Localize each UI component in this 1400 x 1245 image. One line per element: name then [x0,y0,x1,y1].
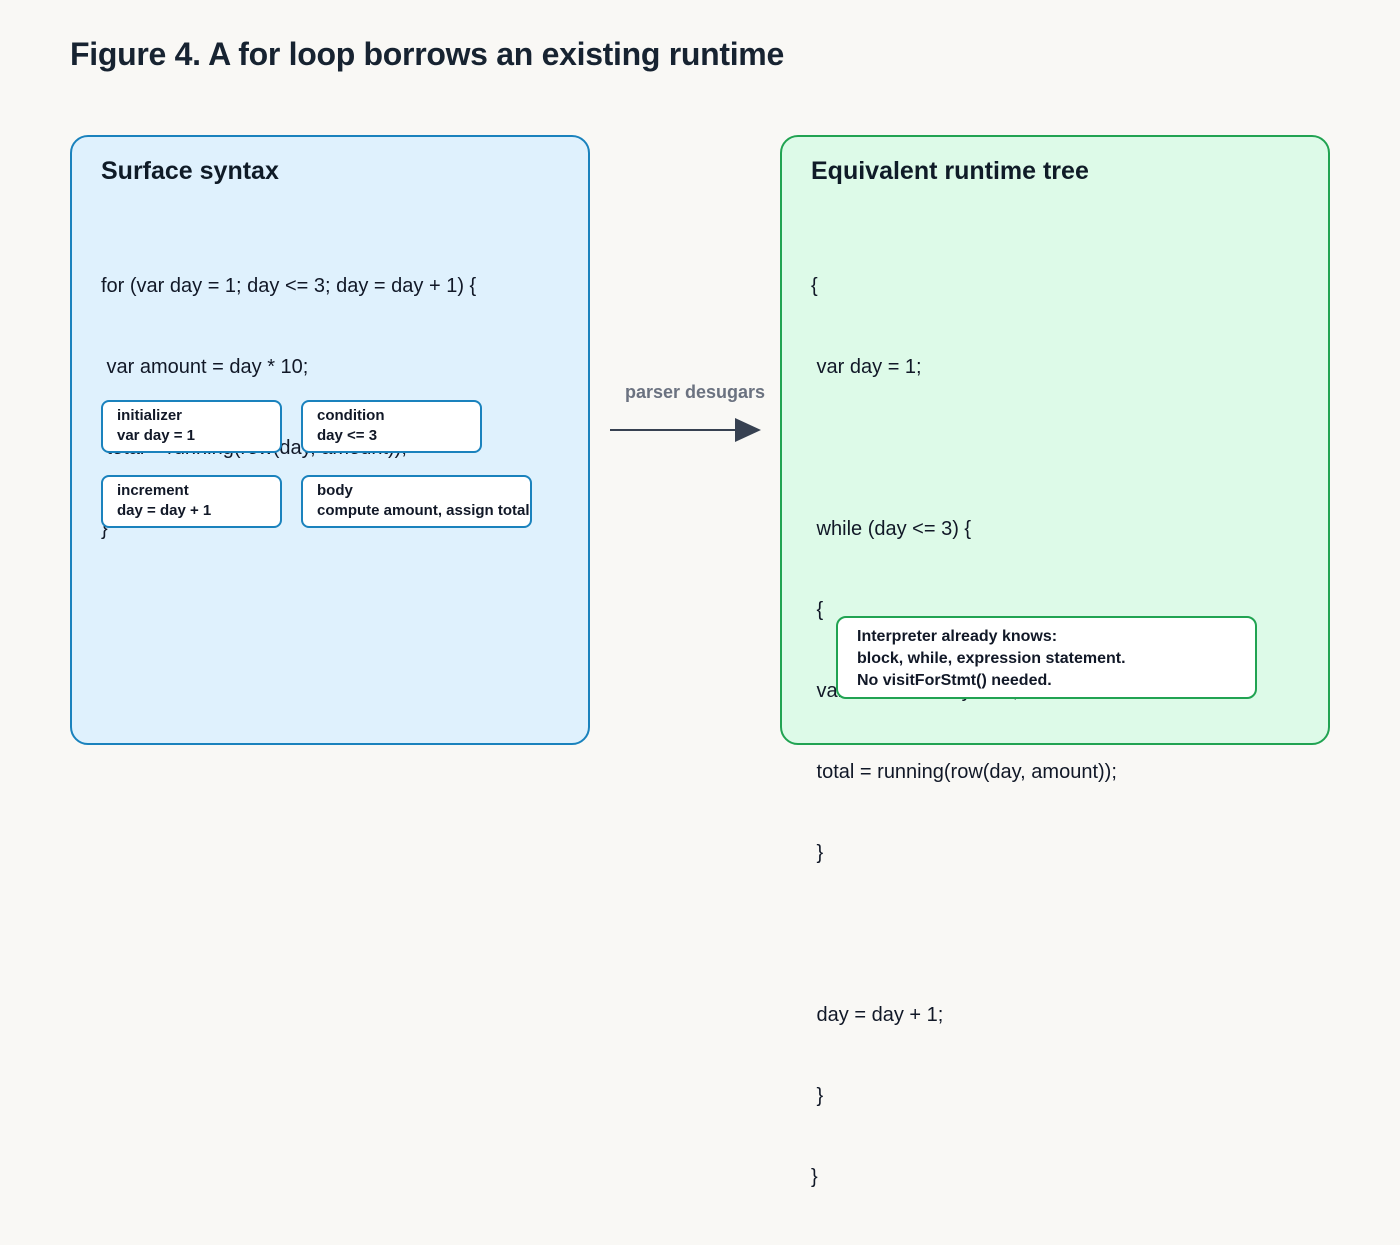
code-line: } [101,518,108,540]
code-line: while (day <= 3) { [811,518,972,540]
initializer-chip: initializer var day = 1 [101,400,282,453]
increment-value: day = day + 1 [117,502,212,519]
code-line: } [811,842,824,864]
note-line: block, while, expression statement. [857,650,1126,667]
surface-syntax-panel: Surface syntax for (var day = 1; day <= … [70,135,590,745]
desugar-arrow-icon [610,418,761,442]
body-value: compute amount, assign total [317,502,530,519]
initializer-value: var day = 1 [117,427,195,444]
condition-value: day <= 3 [317,427,378,444]
body-label: body [317,482,353,499]
surface-syntax-heading: Surface syntax [101,157,279,185]
runtime-tree-code: { var day = 1; while (day <= 3) { { var … [811,219,1117,1245]
increment-label: increment [117,482,189,499]
code-line: } [811,1166,818,1188]
note-line: No visitForStmt() needed. [857,672,1052,689]
runtime-tree-heading: Equivalent runtime tree [811,157,1089,185]
code-line: total = running(row(day, amount)); [811,761,1117,783]
code-line [811,921,1117,948]
interpreter-note: Interpreter already knows: block, while,… [836,616,1257,699]
desugar-arrow-label: parser desugars [625,382,766,402]
initializer-label: initializer [117,407,183,424]
code-line: day = day + 1; [811,1004,944,1026]
increment-chip: increment day = day + 1 [101,475,282,528]
condition-chip: condition day <= 3 [301,400,482,453]
note-line: Interpreter already knows: [857,628,1058,645]
code-line [811,435,1117,462]
code-line: var amount = day * 10; [101,356,309,378]
code-line: for (var day = 1; day <= 3; day = day + … [101,275,477,297]
runtime-tree-panel: Equivalent runtime tree { var day = 1; w… [780,135,1330,1188]
code-line: var day = 1; [811,356,922,378]
code-line: } [811,1085,824,1107]
figure-title: Figure 4. A for loop borrows an existing… [70,36,784,72]
body-chip: body compute amount, assign total [301,475,532,528]
code-line: { [811,599,824,621]
code-line: { [811,275,818,297]
condition-label: condition [317,407,385,424]
surface-syntax-code: for (var day = 1; day <= 3; day = day + … [101,219,476,597]
